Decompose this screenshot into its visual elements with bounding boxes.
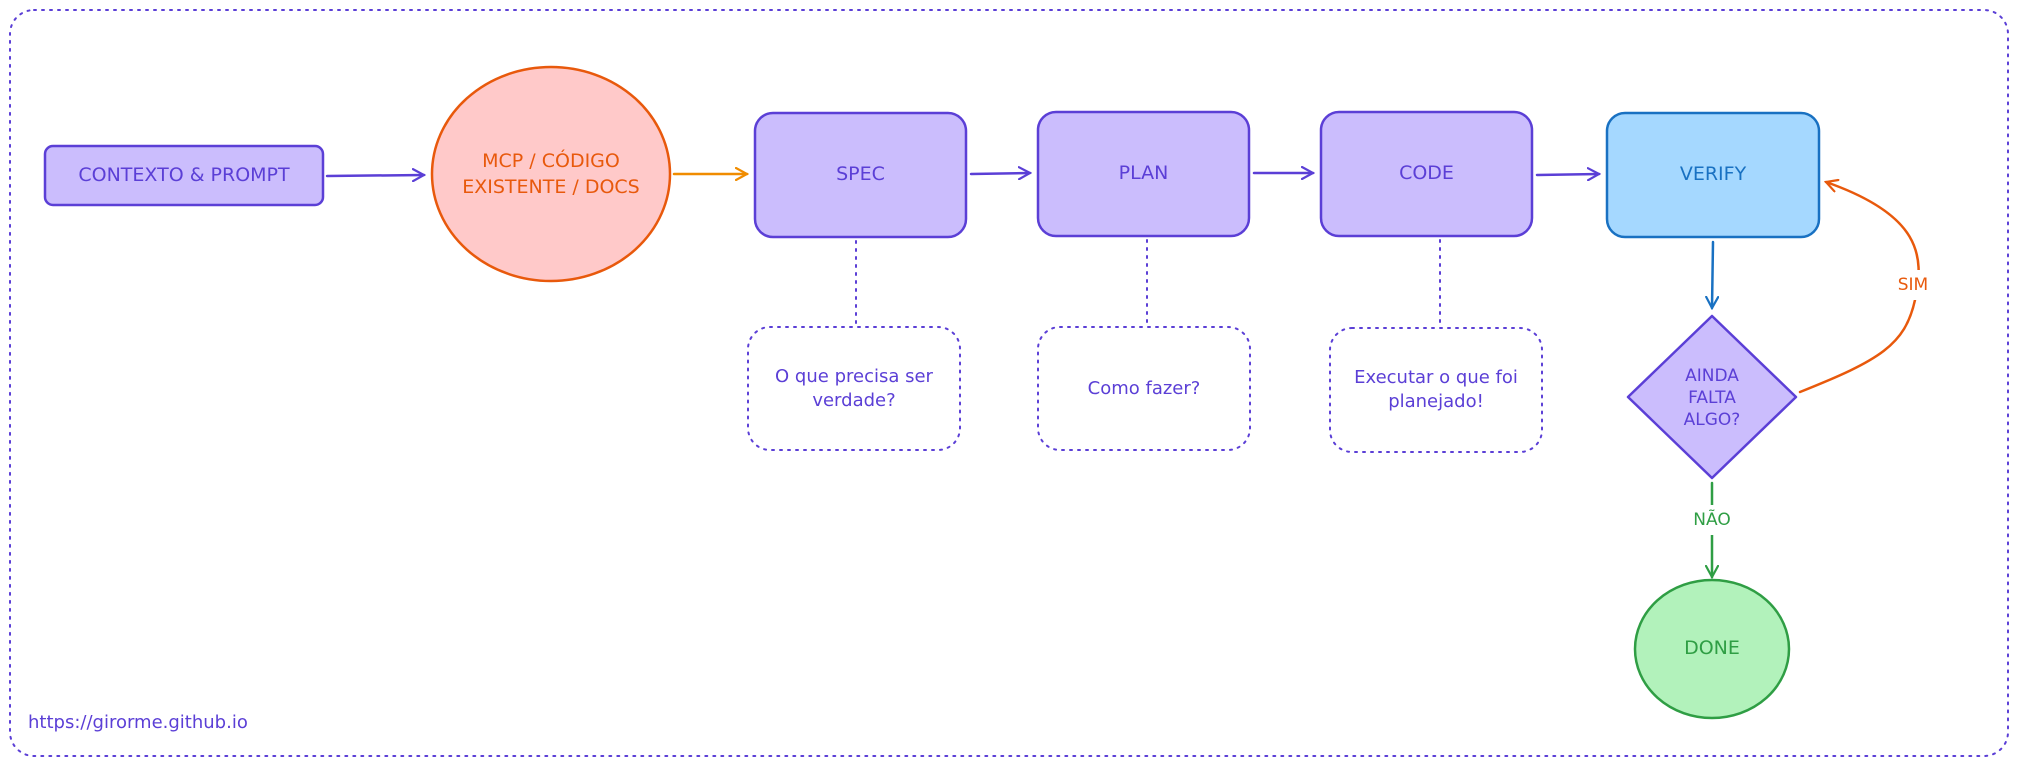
done-node: [1633, 578, 1791, 720]
contexto-label: CONTEXTO & PROMPT: [78, 163, 290, 186]
code-note-text: Executar o que foi planejado!: [1354, 366, 1518, 412]
plan-node: [1036, 110, 1251, 238]
verify-node: [1605, 111, 1821, 239]
outer-frame: [9, 9, 2009, 757]
spec-note-box: [747, 326, 961, 451]
plan-note-text: Como fazer?: [1087, 377, 1201, 399]
plan-label: PLAN: [1118, 162, 1169, 185]
sim-label-mask: [1890, 270, 1936, 300]
mcp-node: [430, 65, 672, 283]
arrow-spec-plan: [969, 173, 1030, 174]
decision-node: [1626, 314, 1798, 480]
contexto-node: [43, 144, 325, 207]
spec-note-text: O que precisa ser verdade?: [775, 365, 933, 411]
sim-edge-label: SIM: [1897, 274, 1929, 295]
plan-note-box: [1037, 326, 1251, 451]
nao-label-mask: [1689, 505, 1735, 535]
arrow-code-verify: [1535, 174, 1599, 175]
decision-label: AINDA FALTA ALGO?: [1683, 365, 1741, 431]
arrow-verify-decision: [1712, 240, 1713, 308]
verify-label: VERIFY: [1679, 163, 1747, 186]
footer-url[interactable]: https://girorme.github.io: [28, 711, 248, 733]
spec-label: SPEC: [836, 163, 885, 186]
arrow-contexto-mcp: [325, 175, 424, 176]
mcp-label: MCP / CÓDIGO EXISTENTE / DOCS: [462, 150, 640, 198]
code-label: CODE: [1399, 162, 1454, 185]
nao-edge-label: NÃO: [1693, 509, 1731, 530]
code-node: [1319, 110, 1534, 238]
spec-node: [753, 111, 968, 239]
code-note-box: [1329, 327, 1543, 453]
done-label: DONE: [1684, 637, 1740, 660]
